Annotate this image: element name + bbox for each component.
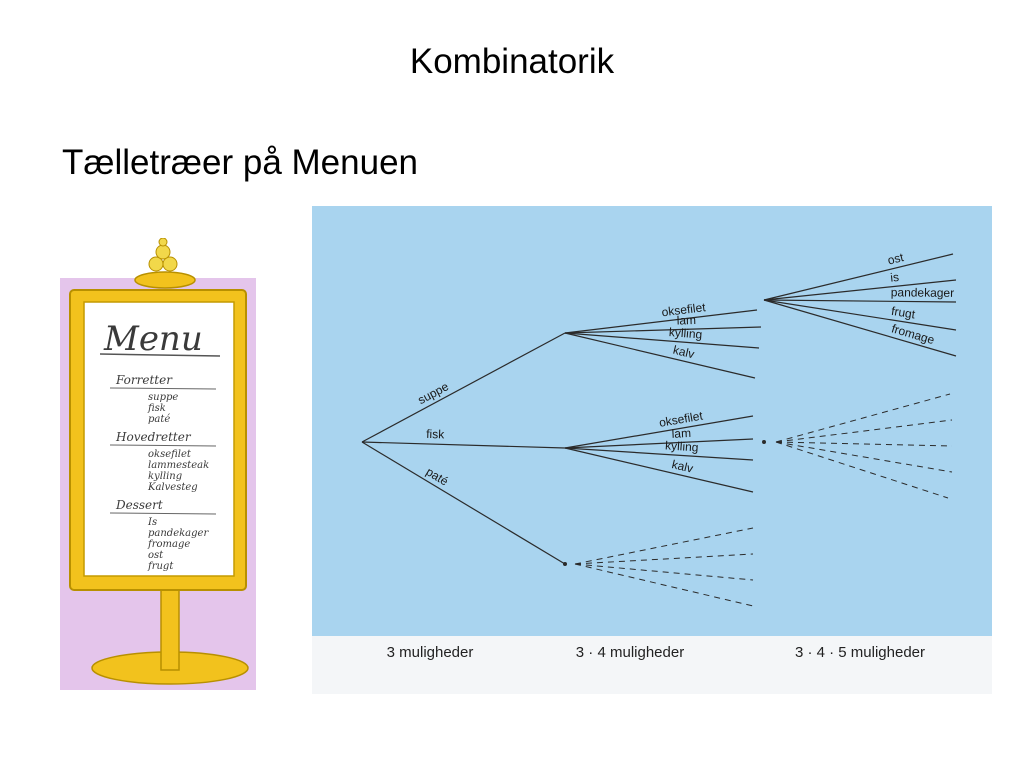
- slide-subtitle: Tælletræer på Menuen: [62, 143, 418, 182]
- counting-tree-panel: suppefiskpatéoksefiletlamkyllingkalvokse…: [312, 206, 992, 694]
- tree-branch-dashed: [775, 419, 953, 443]
- tree-caption: 3 muligheder: [387, 644, 474, 661]
- tree-branch-starter: [361, 441, 566, 449]
- menu-section-divider: [109, 512, 217, 515]
- tree-branch-dashed: [775, 393, 951, 443]
- menu-section-divider: [109, 444, 217, 447]
- menu-item: fisk: [147, 403, 166, 414]
- menu-item: fromage: [147, 539, 190, 550]
- tree-label-main: oksefilet: [661, 300, 707, 319]
- tree-label-main: kylling: [668, 325, 702, 342]
- tree-branch-main: [564, 332, 756, 379]
- menu-item: frugt: [147, 561, 174, 572]
- tree-label-main: kalv: [670, 457, 694, 475]
- tree-branch-main: [564, 309, 758, 334]
- menu-item: ost: [148, 550, 164, 561]
- tree-caption: 3 · 4 · 5 muligheder: [795, 644, 925, 661]
- tree-branch-dashed: [775, 441, 953, 473]
- tree-branch-main: [564, 447, 754, 461]
- tree-branch-dashed: [574, 563, 754, 581]
- menu-section-name: Hovedretter: [115, 430, 192, 444]
- menu-heading: Menu: [103, 319, 203, 359]
- tree-branch-dessert: [763, 299, 957, 303]
- tree-label-dessert: pandekager: [891, 285, 955, 300]
- menu-item: pandekager: [148, 528, 209, 539]
- tree-panel-background: [312, 206, 992, 636]
- tree-branch-main: [564, 438, 754, 449]
- tree-branch-dessert: [763, 279, 957, 301]
- board-crown-ball: [155, 244, 171, 260]
- tree-branch-main: [564, 332, 760, 349]
- tree-branch-dessert: [763, 299, 957, 357]
- tree-label-main: kylling: [665, 438, 699, 454]
- menu-heading-underline: [99, 353, 221, 357]
- tree-label-dessert: ost: [886, 250, 906, 268]
- tree-node: [762, 440, 766, 444]
- tree-branch-dashed: [574, 563, 754, 607]
- board-post: [160, 577, 180, 671]
- tree-branch-main: [564, 326, 762, 334]
- menu-item: lammesteak: [148, 460, 209, 471]
- menu-section-name: Forretter: [115, 373, 173, 387]
- menu-section-divider: [109, 387, 217, 390]
- tree-branch-dashed: [775, 441, 953, 447]
- tree-node: [563, 562, 567, 566]
- tree-label-starter: fisk: [426, 427, 445, 442]
- menu-section-name: Dessert: [115, 498, 163, 512]
- tree-branch-starter: [361, 332, 566, 443]
- board-inner: [83, 301, 235, 577]
- board-crown-bowl: [134, 271, 196, 289]
- slide-title: Kombinatorik: [409, 42, 615, 81]
- tree-label-main: kalv: [672, 343, 696, 362]
- menu-item: oksefilet: [148, 449, 192, 460]
- tree-label-main: lam: [671, 426, 691, 441]
- tree-branch-dashed: [775, 441, 949, 499]
- tree-label-dessert: is: [890, 270, 900, 285]
- tree-branch-main: [564, 415, 754, 449]
- tree-label-dessert: frugt: [890, 304, 917, 322]
- tree-branch-dessert: [763, 253, 954, 301]
- menu-item: Is: [147, 517, 157, 528]
- menu-item: Kalvesteg: [147, 482, 198, 493]
- tree-panel-footer: [312, 636, 992, 694]
- tree-label-main: lam: [677, 313, 697, 328]
- board-crown-ball: [162, 256, 178, 272]
- tree-branch-dessert: [763, 299, 957, 331]
- menu-item: paté: [148, 414, 170, 425]
- tree-branch-dashed: [574, 553, 754, 565]
- tree-branch-dashed: [574, 527, 754, 565]
- board-crown-ball: [158, 238, 168, 247]
- tree-caption: 3 · 4 muligheder: [576, 644, 684, 661]
- tree-branch-starter: [361, 441, 566, 565]
- menu-item: kylling: [148, 471, 182, 482]
- menu-item: suppe: [148, 392, 178, 403]
- tree-branch-main: [564, 447, 754, 493]
